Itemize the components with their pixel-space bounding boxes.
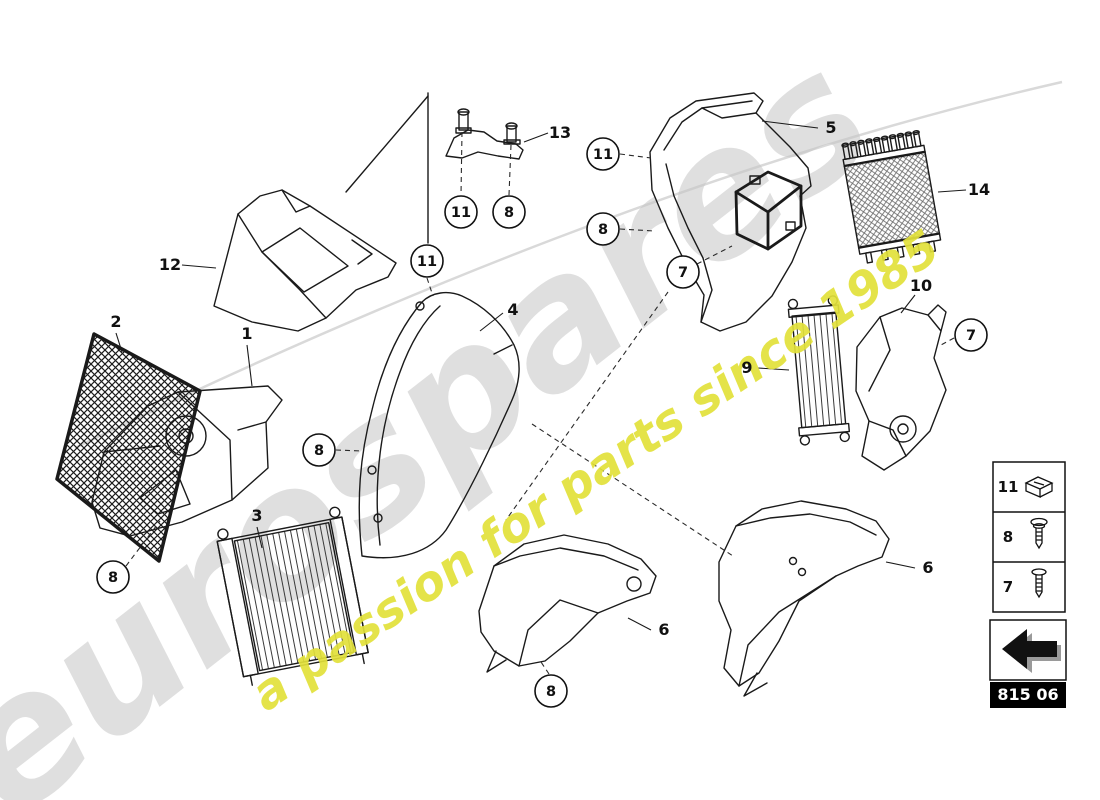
callout-8-e[interactable]: 8 [534, 674, 568, 708]
callout-6-right[interactable]: 6 [922, 558, 933, 577]
svg-text:8: 8 [598, 222, 608, 238]
fastener-legend: 11 8 7 [992, 461, 1066, 613]
svg-text:815 06: 815 06 [997, 685, 1058, 704]
part-6-lower-duct-left-drawing[interactable] [478, 534, 657, 673]
leader-lines-dashed [125, 131, 955, 675]
leader-construction-lines [345, 92, 429, 244]
callout-8-d[interactable]: 8 [96, 560, 130, 594]
screw-washer-icon [1030, 517, 1048, 550]
direction-arrow-box [989, 619, 1067, 681]
svg-text:8: 8 [504, 205, 514, 221]
clip-nut-icon [1024, 476, 1054, 498]
callout-13[interactable]: 13 [549, 123, 571, 142]
part-10-wheel-duct-drawing[interactable] [855, 304, 947, 471]
callout-14[interactable]: 14 [968, 180, 990, 199]
legend-item-11: 11 [998, 476, 1054, 498]
svg-text:11: 11 [998, 478, 1019, 496]
callout-5[interactable]: 5 [825, 118, 836, 137]
direction-arrow-icon [1002, 629, 1061, 673]
callout-2[interactable]: 2 [110, 312, 121, 331]
callout-11-b[interactable]: 11 [410, 244, 444, 278]
part-3-radiator-drawing[interactable] [215, 506, 370, 686]
callout-6-left[interactable]: 6 [658, 620, 669, 639]
svg-text:8: 8 [314, 443, 324, 459]
callout-10[interactable]: 10 [910, 276, 932, 295]
part-12-trim-panel-drawing[interactable] [213, 189, 397, 332]
legend-item-8: 8 [1003, 517, 1048, 550]
svg-text:8: 8 [108, 570, 118, 586]
svg-text:7: 7 [966, 328, 976, 344]
leader-lines-solid [115, 120, 967, 631]
part-9-oil-cooler-drawing[interactable] [787, 295, 851, 446]
callout-12[interactable]: 12 [159, 255, 181, 274]
callout-7-b[interactable]: 7 [954, 318, 988, 352]
callout-4[interactable]: 4 [507, 300, 518, 319]
callout-11-a[interactable]: 11 [444, 195, 478, 229]
part-14-heat-exchanger-drawing[interactable] [840, 129, 942, 264]
legend-item-7: 7 [1003, 568, 1047, 599]
svg-text:11: 11 [451, 205, 471, 221]
callout-1[interactable]: 1 [241, 324, 252, 343]
part-6-lower-duct-right-drawing[interactable] [718, 500, 890, 697]
svg-text:8: 8 [546, 684, 556, 700]
part-13-bracket-drawing[interactable] [445, 108, 524, 160]
part-4-air-duct-panel-drawing[interactable] [358, 291, 520, 559]
callout-11-c[interactable]: 11 [586, 137, 620, 171]
callout-8-c[interactable]: 8 [302, 433, 336, 467]
svg-text:7: 7 [678, 265, 688, 281]
callout-3[interactable]: 3 [251, 506, 262, 525]
callout-7-a[interactable]: 7 [666, 255, 700, 289]
callout-8-b[interactable]: 8 [586, 212, 620, 246]
watermark-swoosh [74, 80, 1063, 450]
part-code-badge: 815 06 [990, 682, 1066, 708]
svg-text:7: 7 [1003, 578, 1013, 596]
callout-8-a[interactable]: 8 [492, 195, 526, 229]
svg-text:11: 11 [417, 254, 437, 270]
screw-icon [1031, 568, 1047, 599]
part-1-side-panel-drawing[interactable] [91, 385, 283, 537]
svg-text:11: 11 [593, 147, 613, 163]
callout-9[interactable]: 9 [741, 358, 752, 377]
svg-text:8: 8 [1003, 528, 1013, 546]
